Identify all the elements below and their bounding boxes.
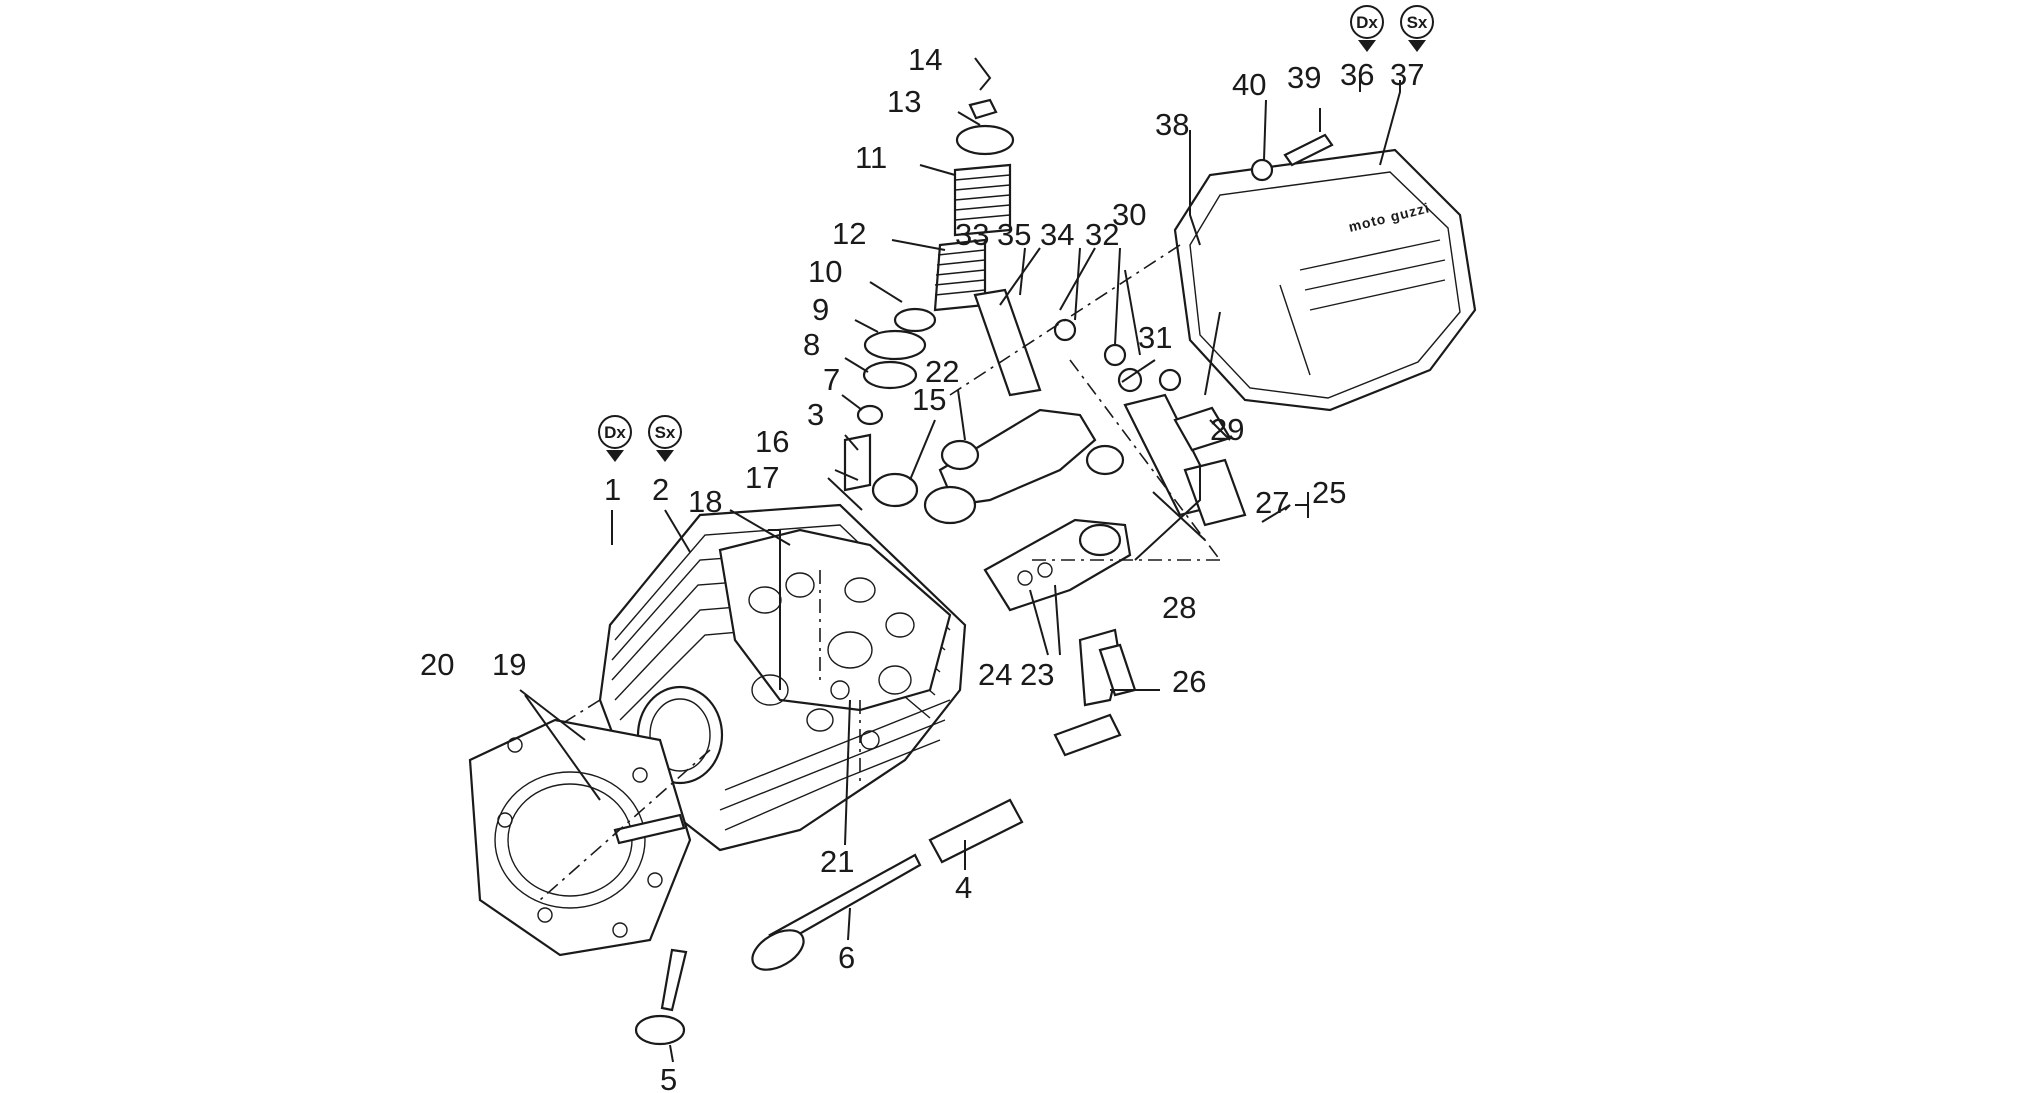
badge-sx-label: Sx [655, 423, 676, 442]
badge-dx-label: Dx [604, 423, 626, 442]
callout-11: 11 [855, 140, 887, 175]
callout-25: 25 [1312, 475, 1346, 510]
callout-1: 1 [604, 472, 621, 507]
callout-16: 16 [755, 424, 789, 459]
badge-dx-cover: Dx [1350, 5, 1384, 52]
callout-13: 13 [887, 84, 921, 119]
callout-6: 6 [838, 940, 855, 975]
rocker-assembly [923, 393, 1247, 757]
badge-sx-cover: Sx [1400, 5, 1434, 52]
badge-sx-cover-label: Sx [1407, 13, 1428, 32]
callout-19: 19 [492, 647, 526, 682]
badge-dx-cover-label: Dx [1356, 13, 1378, 32]
callout-40: 40 [1232, 67, 1266, 102]
callout-28: 28 [1162, 590, 1196, 625]
badge-dx-head: Dx [598, 415, 632, 462]
callout-14: 14 [908, 42, 942, 77]
callout-18: 18 [688, 484, 722, 519]
leader-lines [519, 57, 1401, 1063]
valve-guide [928, 798, 1024, 864]
callout-7: 7 [823, 362, 840, 397]
callout-36: 36 [1340, 57, 1374, 92]
callout-2: 2 [652, 472, 669, 507]
callout-15: 15 [912, 382, 946, 417]
badge-sx-head: Sx [648, 415, 682, 462]
callout-24: 24 [978, 657, 1012, 692]
callout-12: 12 [832, 216, 866, 251]
callout-3: 3 [807, 397, 824, 432]
callout-10: 10 [808, 254, 842, 289]
callout-37: 37 [1390, 57, 1424, 92]
alignment-lines [539, 244, 1221, 901]
callout-32: 32 [1085, 217, 1119, 252]
head-stud [613, 813, 686, 845]
callout-9: 9 [812, 292, 829, 327]
callout-17: 17 [745, 460, 779, 495]
callout-35: 35 [997, 217, 1031, 252]
exhaust-valve [634, 948, 688, 1046]
callout-39: 39 [1287, 60, 1321, 95]
callout-21: 21 [820, 844, 854, 879]
callout-33: 33 [955, 217, 989, 252]
callout-34: 34 [1040, 217, 1074, 252]
callout-38: 38 [1155, 107, 1189, 142]
callout-4: 4 [955, 870, 972, 905]
callout-27: 27 [1255, 485, 1289, 520]
valve-cover [1173, 133, 1477, 412]
callout-26: 26 [1172, 664, 1206, 699]
callout-30: 30 [1112, 197, 1146, 232]
head-gasket [468, 718, 692, 957]
callout-31: 31 [1138, 320, 1172, 355]
callout-8: 8 [803, 327, 820, 362]
callout-labels: 1 2 3 4 5 6 7 8 9 10 11 12 13 14 15 16 1… [420, 42, 1424, 1093]
rocker-hardware [973, 288, 1182, 397]
valve-spring-stack [843, 98, 1015, 508]
intake-valve [751, 853, 922, 971]
callout-29: 29 [1210, 412, 1244, 447]
callout-20: 20 [420, 647, 454, 682]
callout-5: 5 [660, 1062, 677, 1093]
callout-22: 22 [925, 354, 959, 389]
callout-23: 23 [1020, 657, 1054, 692]
